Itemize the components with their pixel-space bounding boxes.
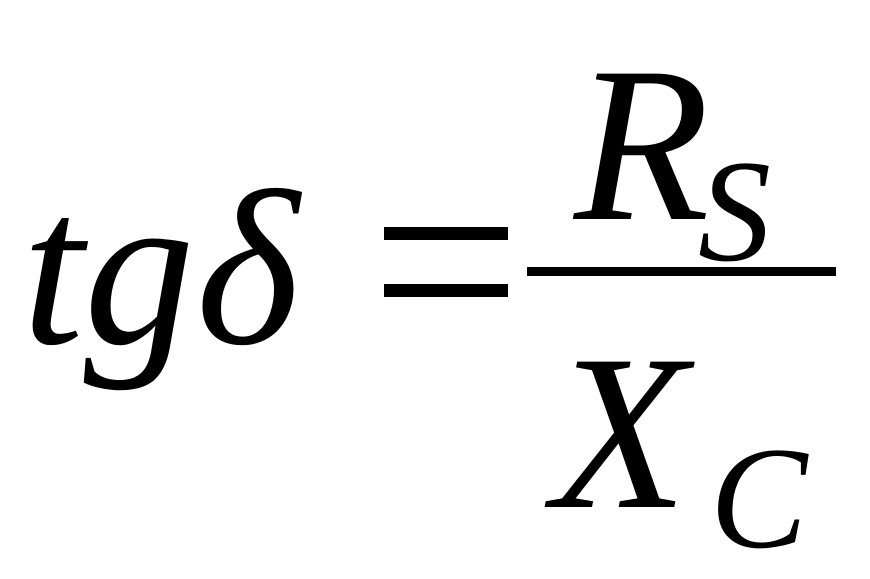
- numerator-subscript: S: [698, 130, 771, 292]
- denominator-symbol: X: [552, 310, 688, 556]
- equals-sign-top-bar: [384, 227, 508, 240]
- denominator-subscript: C: [710, 417, 808, 579]
- lhs-function-tg: tg: [22, 146, 195, 392]
- lhs-symbol-delta: δ: [196, 146, 300, 392]
- numerator-symbol: R: [574, 22, 710, 268]
- fraction-bar: [527, 267, 836, 276]
- equals-sign-bottom-bar: [384, 284, 508, 297]
